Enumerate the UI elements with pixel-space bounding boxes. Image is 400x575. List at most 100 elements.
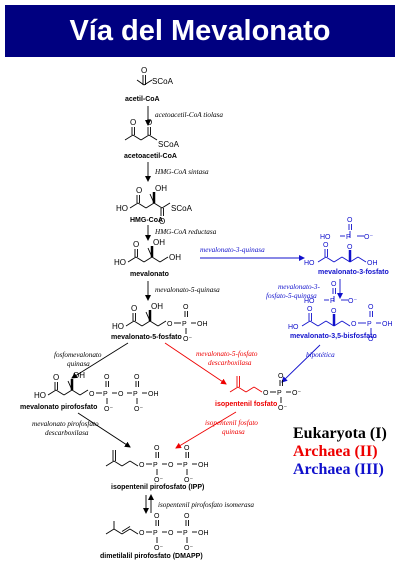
atom-scoa: SCoA [171,204,193,213]
atom-o-minus: O⁻ [184,477,193,484]
atom-o-minus: O⁻ [292,390,301,397]
compound-mevalonato-35-bisfosfato: mevalonato-3,5-bisfosfato [290,333,377,340]
atom-o-minus: O⁻ [348,298,357,305]
atom-ho: HO [116,204,128,213]
atom-ho: HO [304,260,315,267]
enzyme-mev5p-descarboxilasa-line1: mevalonato-5-fosfato [196,350,258,358]
atom-o: O [331,281,337,288]
atom-o: O [141,66,147,75]
atom-p: P [182,321,187,328]
atom-o: O [347,244,353,251]
molecule-ipp [105,450,197,475]
molecule-mevalonato-3-fosfato [317,224,367,263]
enzyme-tiolasa: acetoacetil-CoA tiolasa [155,111,223,119]
atom-oh: OH [151,302,163,311]
molecule-mevalonato-35-bisfosfato [301,288,381,334]
enzyme-hmg-reductasa: HMG-CoA reductasa [154,228,217,236]
atom-o: O [347,217,353,224]
atom-o: O [184,513,190,520]
atom-ho: HO [288,324,299,331]
atom-o-minus: O⁻ [154,477,163,484]
atom-p: P [183,462,188,469]
atom-o: O [146,118,152,127]
enzyme-mevpp-descarboxilasa-line1: mevalonato pirofosfato [32,420,99,428]
atom-ho: HO [112,322,124,331]
atom-ho: HO [304,298,315,305]
atom-p: P [277,390,282,397]
atom-p: P [367,321,372,328]
atom-o-minus: O⁻ [368,336,377,343]
atom-p: P [330,298,335,305]
atom-o: O [307,306,313,313]
atom-p: P [103,391,108,398]
atom-o: O [130,118,136,127]
atom-o: O [139,530,145,537]
arrow-hipotetica [281,344,321,383]
compound-ipp: isopentenil pirofosfato (IPP) [111,484,204,491]
enzyme-mev-3-quinasa: mevalonato-3-quinasa [200,246,265,254]
legend-archaea-iii: Archaea (III) [293,461,384,478]
atom-o-minus: O⁻ [134,406,143,413]
compound-mevalonato: mevalonato [130,271,169,278]
atom-o: O [323,242,329,249]
atom-ho: HO [320,234,331,241]
atom-o: O [183,304,189,311]
enzyme-ipp-isomerasa: isopentenil pirofosfato isomerasa [158,501,254,509]
atom-o: O [118,391,124,398]
atom-o: O [104,374,110,381]
molecule-isopentenil-fosfato [229,376,291,403]
atom-oh: OH [198,462,209,469]
atom-scoa: SCoA [158,140,180,149]
molecule-hmg-coa [129,192,171,216]
atom-o: O [136,186,142,195]
atom-p: P [183,530,188,537]
enzyme-mevpp-descarboxilasa-line2: descarboxilasa [45,429,89,437]
legend-eukaryota: Eukaryota (I) [293,425,387,442]
atom-o: O [168,462,174,469]
atom-o: O [263,390,269,397]
compound-acetil-coa: acetil-CoA [125,96,160,103]
atom-oh: OH [198,530,209,537]
atom-o: O [154,445,160,452]
atom-p: P [153,530,158,537]
molecule-acetoacetil-coa [124,127,158,141]
atom-oh: OH [73,371,85,380]
page-title: Vía del Mevalonato [69,15,331,47]
atom-oh: OH [382,321,393,328]
molecule-acetil-coa [136,75,153,86]
enzyme-hipotetica: hipotética [306,351,335,359]
enzyme-mev-5-quinasa: mevalonato-5-quinasa [155,286,220,294]
atom-o: O [89,391,95,398]
atom-o-minus: O⁻ [184,545,193,552]
enzyme-mev5p-descarboxilasa-line2: descarboxilasa [208,359,252,367]
title-bar: Vía del Mevalonato [5,5,395,57]
compound-mevalonato-pirofosfato: mevalonato pirofosfato [20,404,97,411]
atom-p: P [346,234,351,241]
enzyme-hmg-sintasa: HMG-CoA sintasa [154,168,209,176]
atom-o: O [351,321,357,328]
atom-o: O [133,240,139,249]
atom-o: O [53,373,59,382]
arrow-ip-quinasa [175,411,237,449]
molecule-mevalonato [127,246,169,263]
compound-dmapp: dimetilalil pirofosfato (DMAPP) [100,553,203,560]
molecule-mevalonato-pirofosfato [47,379,147,404]
atom-o-minus: O⁻ [278,405,287,412]
atom-oh: OH [197,321,208,328]
atom-p: P [153,462,158,469]
atom-o: O [131,304,137,313]
atom-p: P [133,391,138,398]
atom-o-minus: O⁻ [104,406,113,413]
atom-oh: OH [169,253,181,262]
enzyme-mev3p-5-quinasa-line2: fosfato-5-quinasa [266,292,317,300]
compound-acetoacetil-coa: acetoacetil-CoA [124,153,177,160]
compound-isopentenil-fosfato: isopentenil fosfato [215,401,277,408]
atom-o-minus: O⁻ [364,234,373,241]
molecule-mevalonato-5-fosfato [125,310,196,334]
atom-oh: OH [155,184,167,193]
legend-archaea-ii: Archaea (II) [293,443,378,460]
arrow-mev5p-descarboxilasa [164,342,227,385]
atom-o: O [159,217,165,226]
enzyme-ip-quinasa-line1: isopentenil fosfato [205,419,258,427]
